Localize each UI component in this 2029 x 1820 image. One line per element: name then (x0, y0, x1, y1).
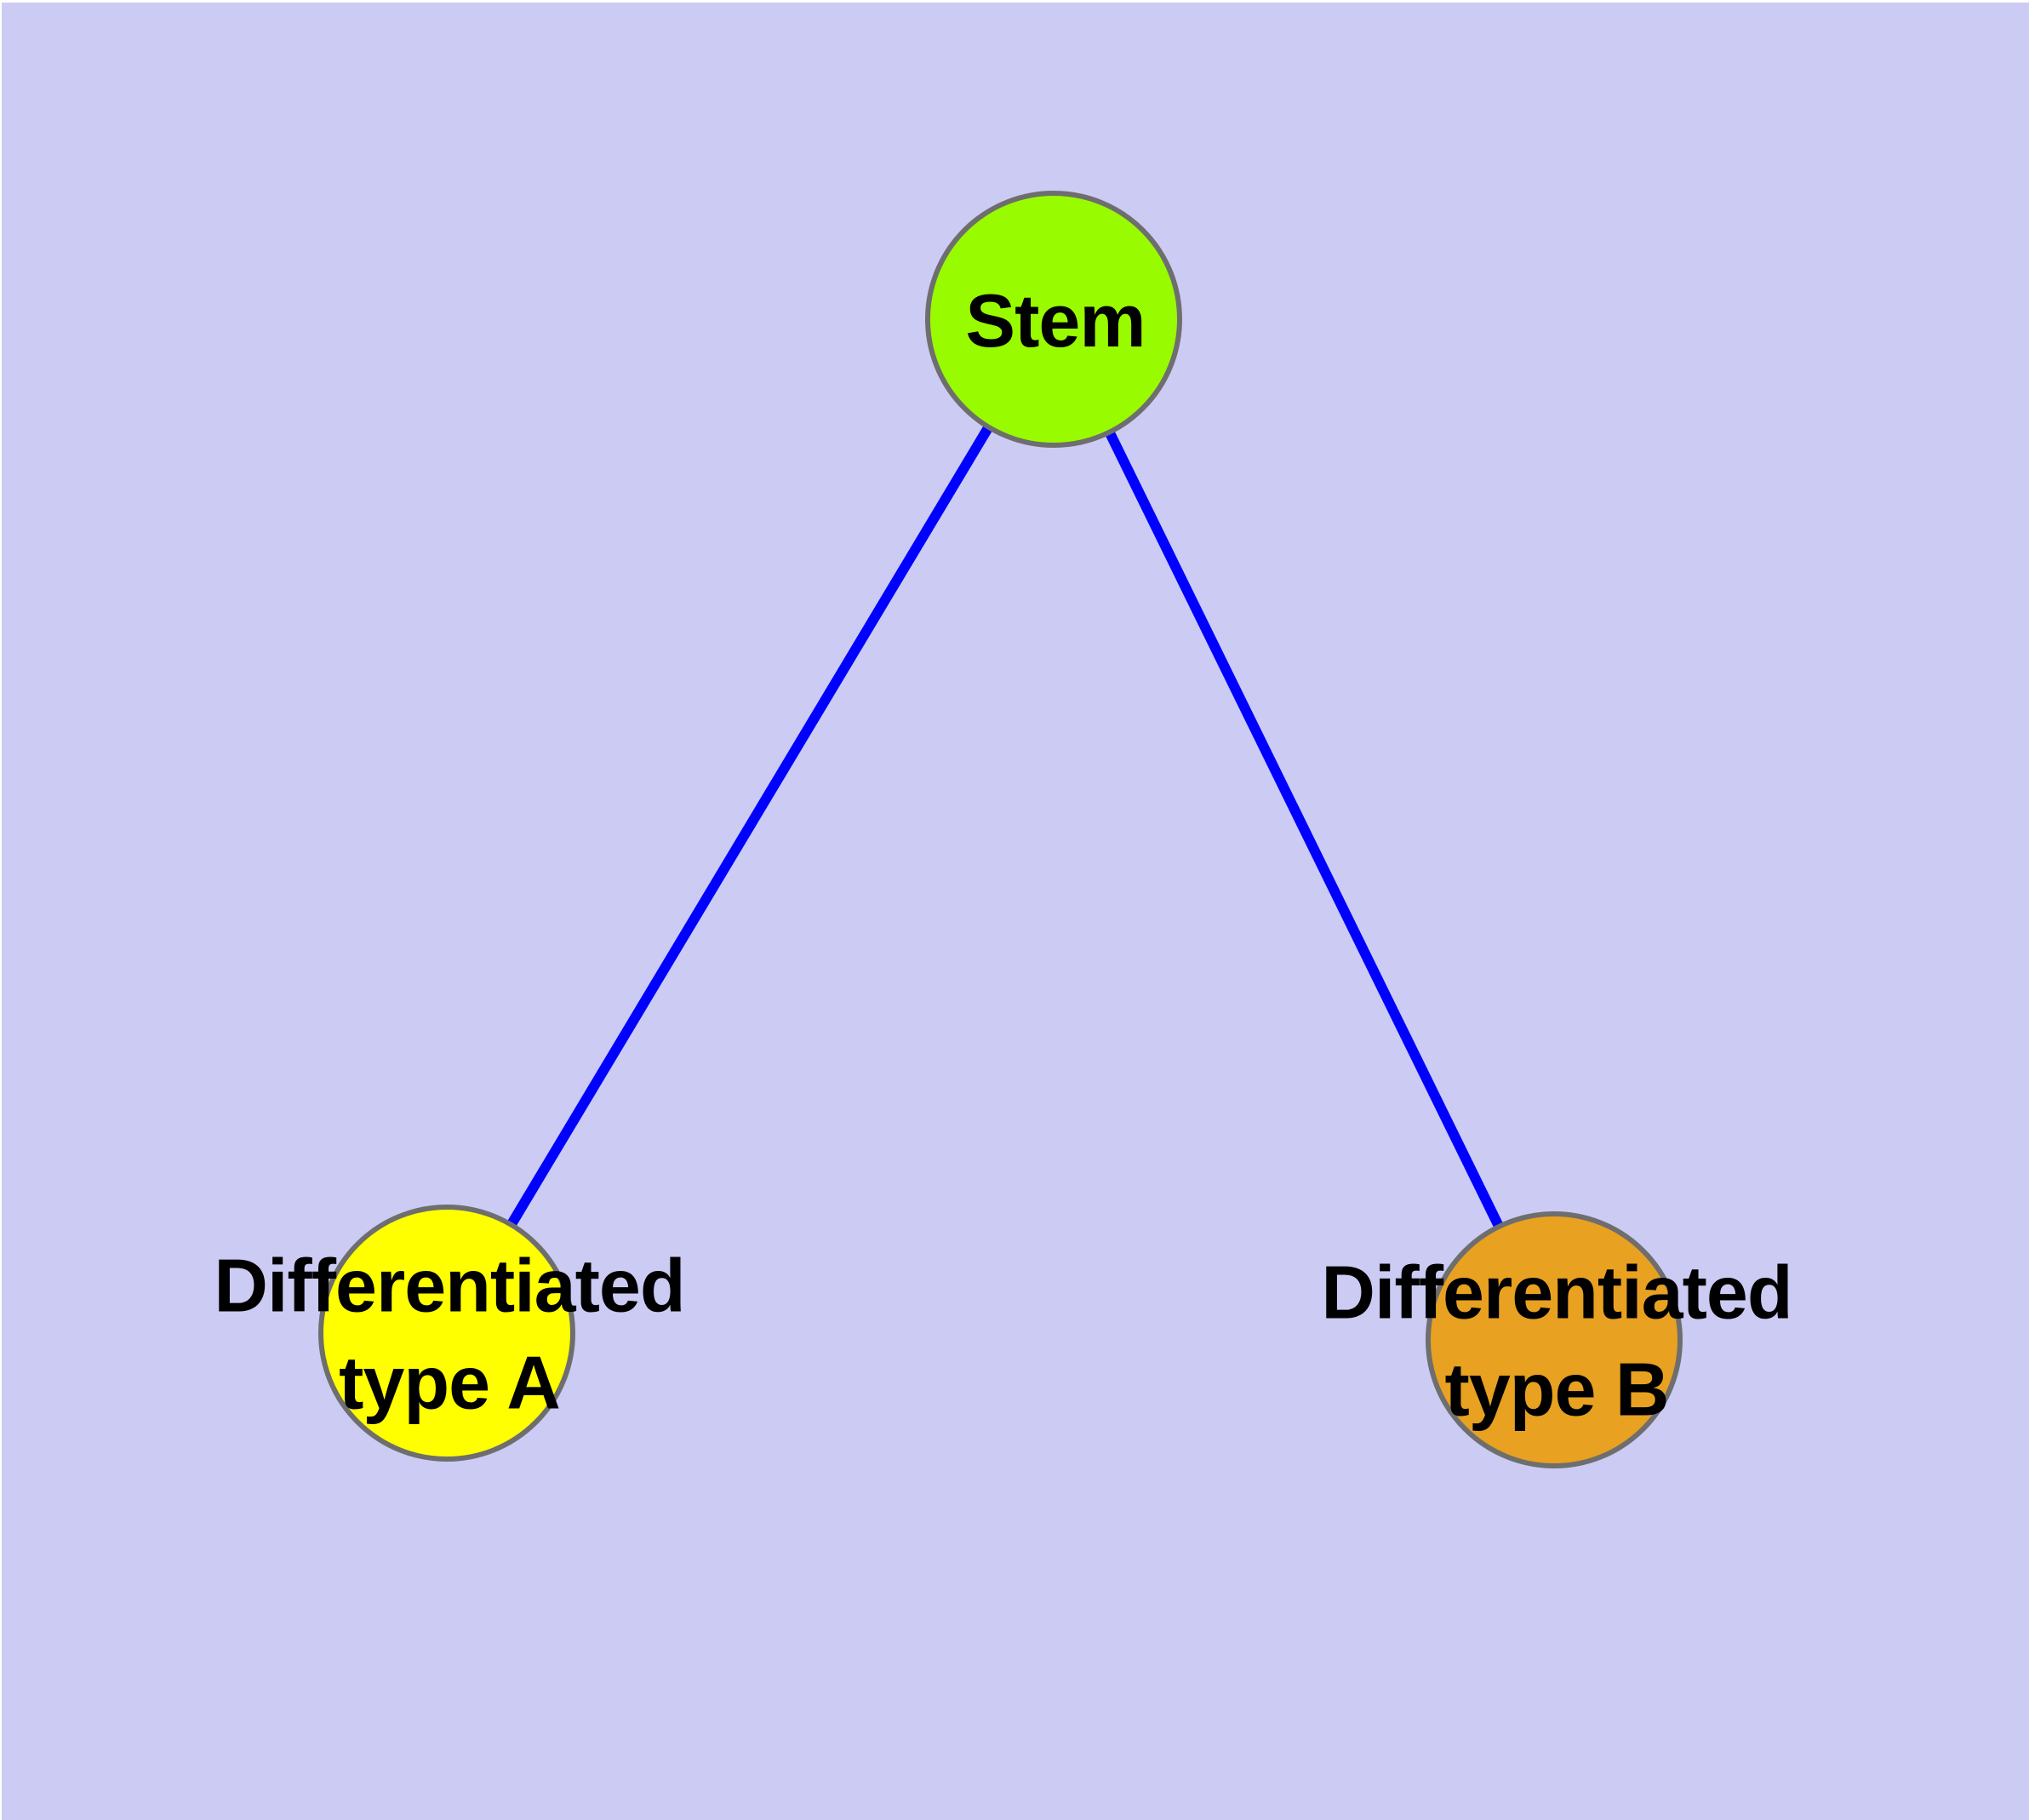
edges-layer (442, 315, 1559, 1342)
node-differentiated-type-b-circle (1426, 1211, 1683, 1468)
edge-stem-to-type-b (1049, 316, 1559, 1342)
node-differentiated-type-a-circle (318, 1205, 575, 1462)
diagram-canvas: Stem Differentiated type A Differentiate… (2, 3, 2029, 1820)
edge-stem-to-type-a (442, 315, 1059, 1336)
node-stem-label: Stem (965, 278, 1146, 363)
node-stem-circle (925, 191, 1182, 448)
node-differentiated-type-b-label: Differentiated type B (1321, 1250, 1792, 1432)
node-differentiated-type-a-label: Differentiated type A (214, 1243, 685, 1425)
